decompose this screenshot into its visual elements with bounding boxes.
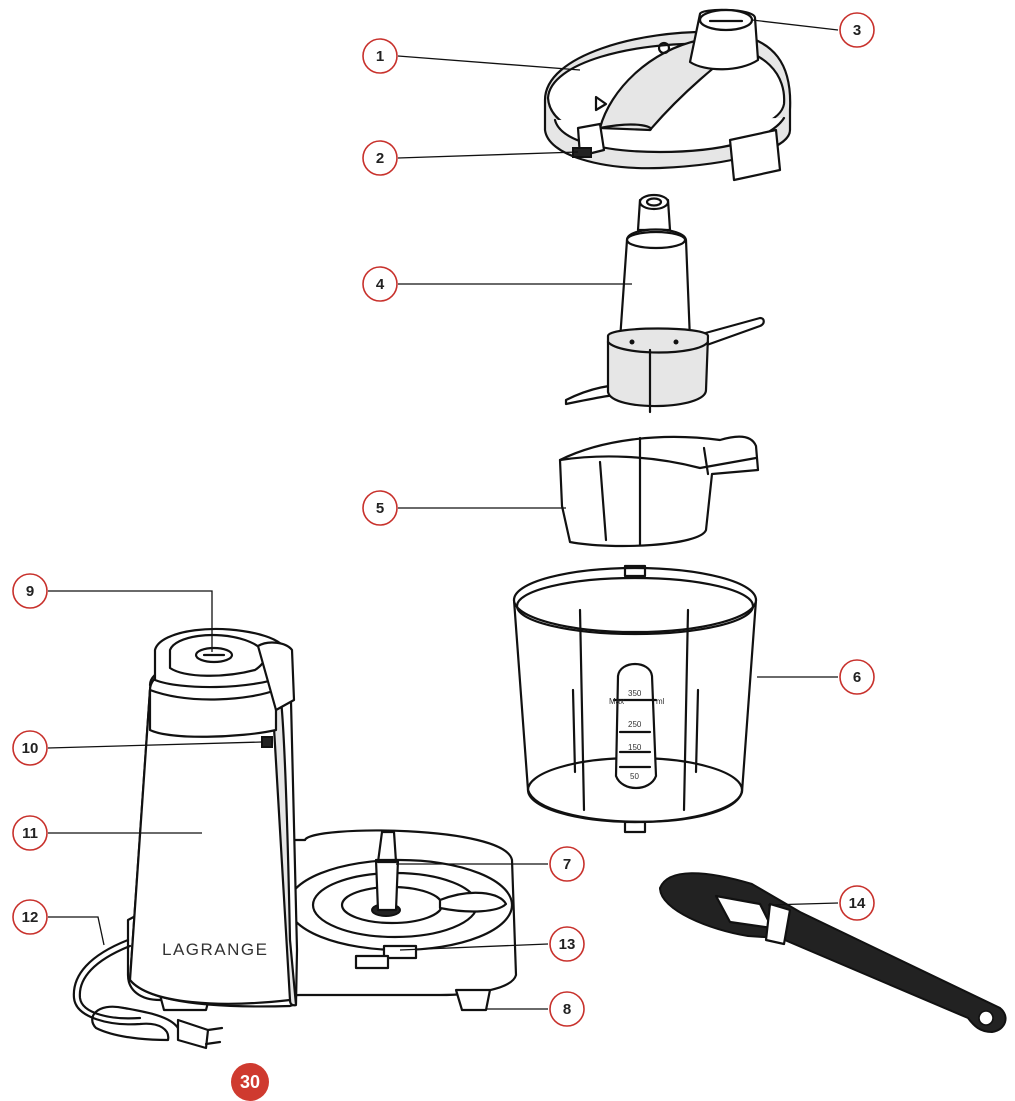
page-number-badge: 30 [231, 1063, 269, 1101]
callout-9: 9 [12, 573, 48, 609]
callout-10: 10 [12, 730, 48, 766]
callout-label-5: 5 [376, 500, 384, 517]
callout-13: 13 [549, 926, 585, 962]
callout-label-2: 2 [376, 150, 384, 167]
bowl-unit-label: ml [656, 697, 665, 706]
callout-label-10: 10 [22, 740, 39, 757]
callout-3: 3 [839, 12, 875, 48]
insert [558, 435, 760, 548]
callout-6: 6 [839, 659, 875, 695]
callout-label-3: 3 [853, 22, 861, 39]
callout-label-6: 6 [853, 669, 861, 686]
callout-label-1: 1 [376, 48, 384, 65]
callout-11: 11 [12, 815, 48, 851]
callout-label-8: 8 [563, 1001, 571, 1018]
brand-logo-text: LAGRANGE [162, 940, 268, 959]
callout-label-13: 13 [559, 936, 576, 953]
blade [564, 193, 765, 414]
leader-lines [47, 19, 839, 1010]
callout-12: 12 [12, 899, 48, 935]
bowl: Max ml 350 250 150 50 [512, 564, 758, 834]
bowl-level-150: 150 [628, 743, 642, 752]
power-cord [72, 938, 224, 1050]
callout-2: 2 [362, 140, 398, 176]
callout-5: 5 [362, 490, 398, 526]
callout-1: 1 [362, 38, 398, 74]
lid [543, 8, 792, 182]
callout-7: 7 [549, 846, 585, 882]
spatula [658, 872, 1007, 1034]
callout-4: 4 [362, 266, 398, 302]
base-unit: LAGRANGE [126, 627, 518, 1012]
bowl-level-250: 250 [628, 720, 642, 729]
callout-label-4: 4 [376, 276, 385, 293]
callout-14: 14 [839, 885, 875, 921]
bowl-max-label: Max [609, 697, 624, 706]
callout-label-12: 12 [22, 909, 39, 926]
bowl-level-350: 350 [628, 689, 642, 698]
callout-label-7: 7 [563, 856, 571, 873]
callout-8: 8 [549, 991, 585, 1027]
callout-label-9: 9 [26, 583, 34, 600]
bowl-level-50: 50 [630, 772, 639, 781]
callout-label-14: 14 [849, 895, 866, 912]
callout-label-11: 11 [22, 825, 38, 842]
page-number: 30 [240, 1072, 260, 1092]
